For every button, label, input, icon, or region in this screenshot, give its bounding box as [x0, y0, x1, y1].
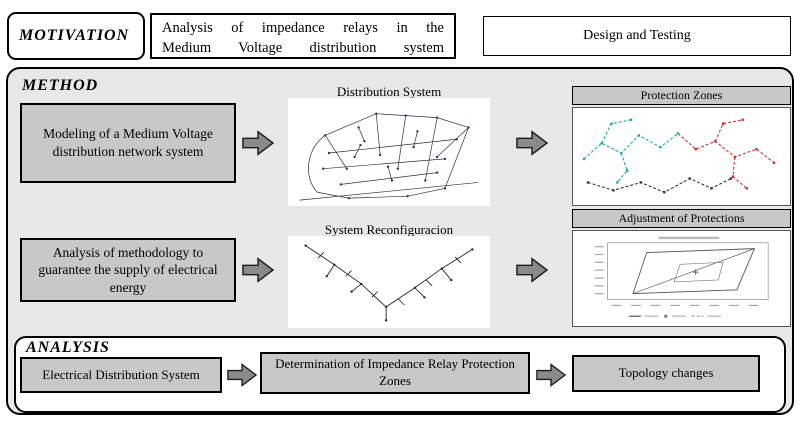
- right-arrow-icon: [227, 363, 257, 387]
- right-arrow-icon: [516, 257, 548, 283]
- distribution-network-sketch: [299, 112, 479, 201]
- distribution-system-label-text: Distribution System: [336, 84, 442, 99]
- design-testing-label: Design and Testing: [583, 28, 691, 43]
- impedance-plot: [594, 236, 769, 318]
- method-title: METHOD: [22, 77, 99, 94]
- arrow-distribution-to-zones: [516, 128, 548, 158]
- motivation-statement-box: Analysis of impedance relays in the Medi…: [150, 13, 456, 59]
- protection-zones-plot: [582, 118, 776, 194]
- adjustment-label: Adjustment of Protections: [618, 211, 745, 225]
- analysis-step1-label: Electrical Distribution System: [42, 366, 200, 382]
- arrow-modeling-to-distribution: [242, 128, 274, 158]
- analysis-title: ANALYSIS: [26, 339, 110, 356]
- reconfiguration-figure: [288, 236, 490, 328]
- distribution-system-label: Distribution System: [288, 84, 490, 100]
- arrow-reconfiguration-to-adjustment: [516, 255, 548, 285]
- reconfiguration-label-text: System Reconfiguracion: [324, 222, 454, 237]
- motivation-header-box: MOTIVATION: [7, 12, 145, 60]
- arrow-methodology-to-reconfiguration: [242, 255, 274, 285]
- motivation-statement-line2: Medium Voltage distribution system: [162, 40, 444, 57]
- right-arrow-icon: [516, 130, 548, 156]
- protection-zones-header: Protection Zones: [572, 86, 791, 105]
- arrow-step2-to-step3: [536, 361, 566, 389]
- analysis-step3-label: Topology changes: [618, 365, 714, 381]
- radial-network-sketch: [304, 244, 474, 322]
- right-arrow-icon: [242, 257, 274, 283]
- analysis-step1-box: Electrical Distribution System: [20, 357, 222, 393]
- adjustment-figure: [572, 230, 791, 327]
- distribution-system-figure: [288, 98, 490, 206]
- design-testing-box: Design and Testing: [483, 16, 791, 56]
- motivation-statement-line1: Analysis of impedance relays in the: [162, 20, 444, 36]
- analysis-methodology-label: Analysis of methodology to guarantee the…: [38, 244, 218, 295]
- right-arrow-icon: [536, 363, 566, 387]
- right-arrow-icon: [242, 130, 274, 156]
- analysis-step3-box: Topology changes: [572, 355, 760, 392]
- modeling-box-label: Modeling of a Medium Voltage distributio…: [43, 126, 213, 159]
- arrow-step1-to-step2: [227, 361, 257, 389]
- adjustment-header: Adjustment of Protections: [572, 209, 791, 228]
- modeling-box: Modeling of a Medium Voltage distributio…: [20, 103, 236, 183]
- protection-zones-figure: [572, 107, 791, 206]
- analysis-step2-box: Determination of Impedance Relay Protect…: [260, 352, 530, 394]
- reconfiguration-label-wrap: System Reconfiguracion: [288, 222, 490, 238]
- protection-zones-label: Protection Zones: [640, 88, 723, 102]
- analysis-step2-label: Determination of Impedance Relay Protect…: [275, 356, 515, 388]
- motivation-title: MOTIVATION: [19, 27, 130, 44]
- analysis-methodology-box: Analysis of methodology to guarantee the…: [20, 238, 236, 302]
